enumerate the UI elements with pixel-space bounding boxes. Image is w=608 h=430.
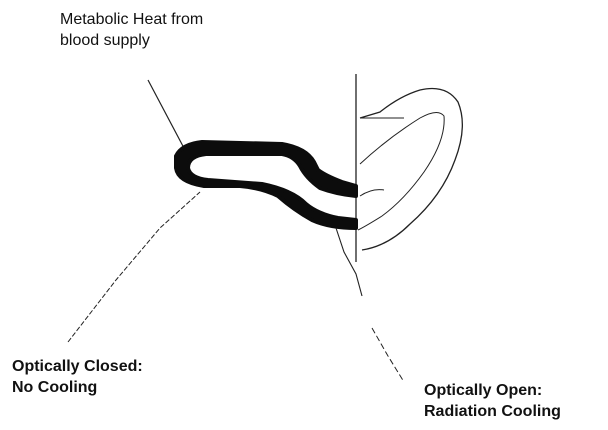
optically-closed-label: Optically Closed: No Cooling <box>12 356 143 398</box>
leader-line-optically-open <box>372 328 404 382</box>
eyelid-shape <box>176 142 356 228</box>
metabolic-heat-line-1: Metabolic Heat from <box>60 9 203 30</box>
eye-lower-detail <box>360 190 384 196</box>
optically-open-line-1: Optically Open: <box>424 380 561 401</box>
metabolic-heat-line-2: blood supply <box>60 30 203 51</box>
eye-outline <box>360 89 462 251</box>
optically-closed-line-1: Optically Closed: <box>12 356 143 377</box>
lower-lid-line <box>336 228 362 296</box>
optically-open-line-2: Radiation Cooling <box>424 401 561 422</box>
metabolic-heat-label: Metabolic Heat from blood supply <box>60 9 203 51</box>
eye-inner-curve <box>358 112 444 230</box>
leader-line-metabolic-heat <box>148 80 185 150</box>
optically-open-label: Optically Open: Radiation Cooling <box>424 380 561 422</box>
leader-line-optically-closed <box>68 192 200 342</box>
optically-closed-line-2: No Cooling <box>12 377 143 398</box>
